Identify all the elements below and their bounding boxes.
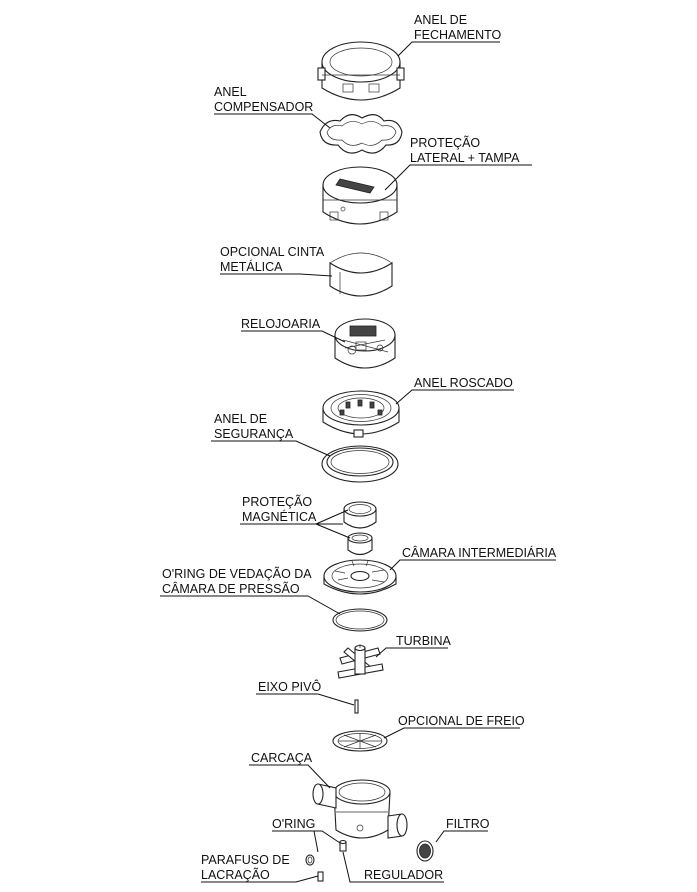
part-turbina [337,644,384,679]
label-camara-intermediaria: CÂMARA INTERMEDIÁRIA [402,545,557,560]
label-anel-seguranca-2: SEGURANÇA [214,427,294,441]
label-anel-compensador-2: COMPENSADOR [214,100,313,114]
part-anel-compensador [319,114,403,154]
part-eixo-pivo [354,699,359,714]
label-anel-roscado: ANEL ROSCADO [414,376,513,390]
label-filtro: FILTRO [446,817,490,831]
label-protecao-lateral-1: PROTEÇÃO [410,136,480,150]
labels: ANEL DE FECHAMENTO ANEL COMPENSADOR PROT… [162,13,557,882]
label-cinta-metalica-1: OPCIONAL CINTA [220,245,325,259]
label-parafuso-lacracao-1: PARAFUSO DE [201,853,290,867]
label-oring-vedacao-1: O'RING DE VEDAÇÃO DA [162,567,312,581]
part-filtro [416,840,434,862]
part-parafuso-lacracao [317,871,324,882]
part-relojoaria [334,318,396,369]
label-oring-vedacao-2: CÂMARA DE PRESSÃO [162,581,300,596]
part-regulador [339,839,347,852]
label-eixo-pivo: EIXO PIVÔ [258,679,321,694]
part-cinta-metalica [329,252,393,297]
label-regulador: REGULADOR [364,868,443,882]
leader-lines [160,41,556,883]
label-protecao-lateral-2: LATERAL + TAMPA [410,151,520,165]
part-opcional-freio [332,730,388,752]
label-anel-compensador-1: ANEL [214,85,247,99]
part-protecao-lateral-tampa [322,166,398,225]
label-oring: O'RING [272,817,315,831]
label-parafuso-lacracao-2: LACRAÇÃO [201,868,270,882]
label-carcaca: CARCAÇA [251,751,313,765]
part-oring-vedacao [332,608,388,632]
part-anel-roscado [322,390,400,438]
label-protecao-magnetica-2: MAGNÉTICA [242,509,317,524]
part-camara-intermediaria [323,559,397,595]
part-oring-small [305,854,315,866]
label-relojoaria: RELOJOARIA [241,317,321,331]
part-anel-seguranca [321,445,399,483]
label-turbina: TURBINA [396,634,452,648]
label-opcional-freio: OPCIONAL DE FREIO [398,714,525,728]
label-anel-seguranca-1: ANEL DE [214,412,267,426]
label-anel-fechamento-1: ANEL DE [414,13,467,27]
label-cinta-metalica-2: METÁLICA [220,259,283,274]
part-anel-fechamento [317,41,405,101]
label-protecao-magnetica-1: PROTEÇÃO [242,495,312,509]
part-carcaca [312,779,408,839]
label-anel-fechamento-2: FECHAMENTO [414,28,502,42]
part-protecao-magnetica [343,501,377,556]
